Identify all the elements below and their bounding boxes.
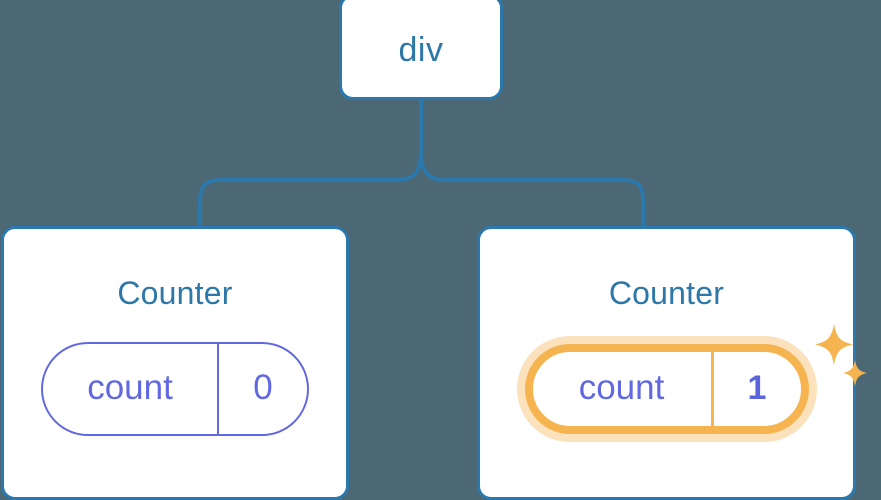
state-pill-right[interactable]: count 1 (524, 344, 809, 434)
node-div[interactable]: div (339, 0, 503, 100)
connector-branch-left (198, 148, 423, 229)
sparkle-large-icon (814, 324, 853, 365)
node-counter-right[interactable]: Counter count 1 (477, 226, 867, 500)
state-key-label: count (578, 368, 665, 407)
node-counter-right-title: Counter (608, 275, 725, 311)
state-pill-left-key-cell: count (43, 344, 219, 434)
state-key-label: count (87, 368, 173, 407)
state-pill-right-key-cell: count (533, 352, 714, 426)
node-counter-left[interactable]: Counter count 0 (1, 226, 349, 500)
state-value-label: 0 (253, 368, 273, 407)
state-pill-right-value-cell: 1 (714, 352, 801, 426)
node-counter-left-title: Counter (117, 275, 233, 311)
state-pill-left-value-cell: 0 (219, 344, 307, 434)
node-div-label: div (398, 31, 444, 69)
state-value-label: 1 (747, 368, 767, 407)
state-pill-left-wrap: count 0 (41, 342, 309, 436)
state-pill-right-wrap: count 1 (516, 324, 867, 442)
connector-branch-right (419, 148, 645, 229)
state-pill-left[interactable]: count 0 (41, 342, 309, 436)
